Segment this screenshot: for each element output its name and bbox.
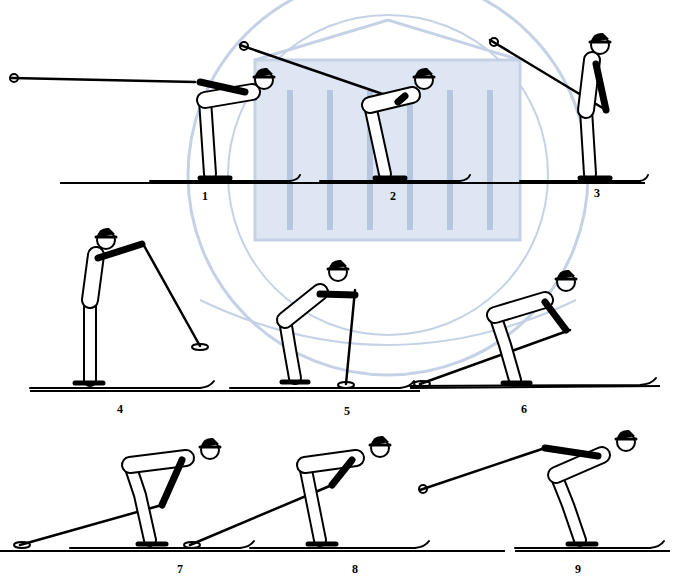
callout-number: 9 — [575, 563, 581, 575]
skier-figures — [10, 33, 664, 548]
callout-number: 6 — [521, 403, 527, 415]
callout-number: 5 — [344, 405, 350, 417]
callout-number: 2 — [390, 190, 396, 202]
ground-lines — [0, 183, 670, 551]
callout-number: 3 — [594, 187, 600, 199]
callout-number: 1 — [202, 190, 208, 202]
callout-number: 7 — [177, 563, 183, 575]
callout-number: 4 — [117, 403, 123, 415]
callout-number: 8 — [352, 563, 358, 575]
watermark-seal — [188, 0, 588, 375]
